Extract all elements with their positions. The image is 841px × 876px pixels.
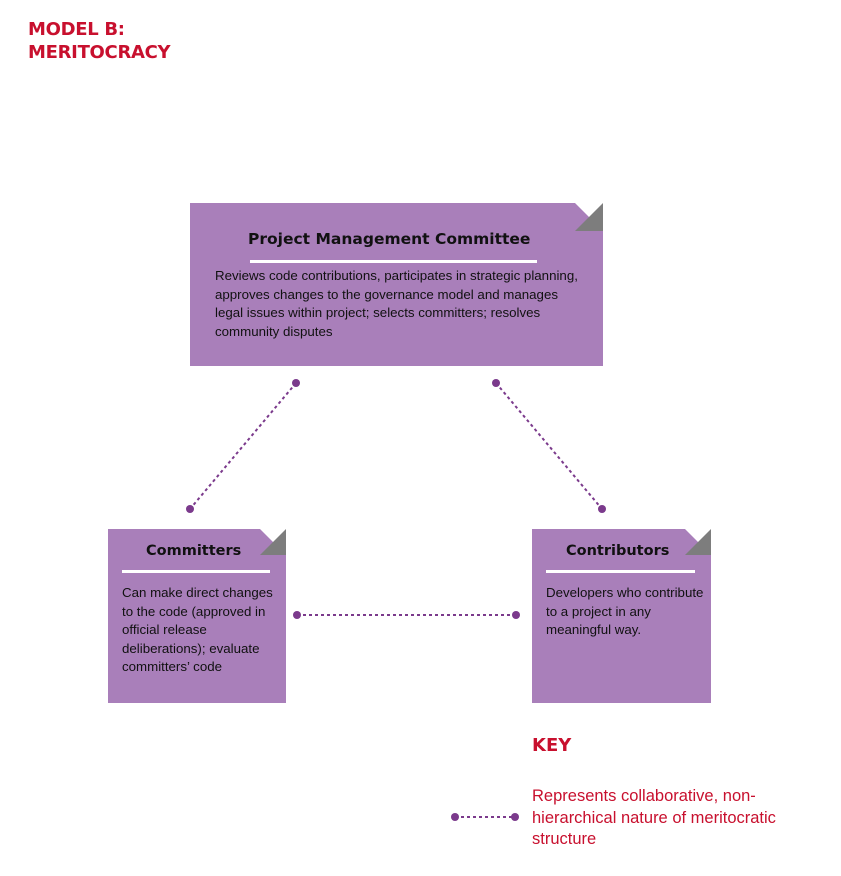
key-connector-endpoint: [511, 813, 519, 821]
connector-endpoint: [186, 505, 194, 513]
connector-endpoint: [598, 505, 606, 513]
contributors-title-rule: [546, 570, 695, 573]
connector-endpoint: [512, 611, 520, 619]
key-connector-endpoint: [451, 813, 459, 821]
contributors-node: Contributors Developers who contribute t…: [532, 529, 711, 703]
committers-title: Committers: [146, 543, 242, 559]
committers-node: Committers Can make direct changes to th…: [108, 529, 286, 703]
key-description: Represents collaborative, non-hierarchic…: [532, 787, 776, 848]
heading-line-2: MERITOCRACY: [28, 42, 171, 63]
connector-endpoint: [492, 379, 500, 387]
contributors-description: Developers who contribute to a project i…: [546, 585, 704, 637]
connector-pmc-contributors: [495, 382, 603, 510]
connector-pmc-committers: [189, 382, 297, 510]
heading-line-1: MODEL B:: [28, 19, 125, 40]
committers-title-rule: [122, 570, 270, 573]
connector-endpoint: [292, 379, 300, 387]
pmc-title-rule: [250, 260, 537, 263]
connector-endpoint: [293, 611, 301, 619]
contributors-title: Contributors: [566, 543, 670, 559]
pmc-title: Project Management Committee: [248, 230, 531, 248]
page-heading: MODEL B: MERITOCRACY: [28, 18, 171, 64]
pmc-description: Reviews code contributions, participates…: [215, 268, 578, 339]
pmc-node: Project Management Committee Reviews cod…: [190, 203, 603, 366]
committers-description: Can make direct changes to the code (app…: [122, 585, 273, 674]
key-title: KEY: [532, 735, 572, 756]
